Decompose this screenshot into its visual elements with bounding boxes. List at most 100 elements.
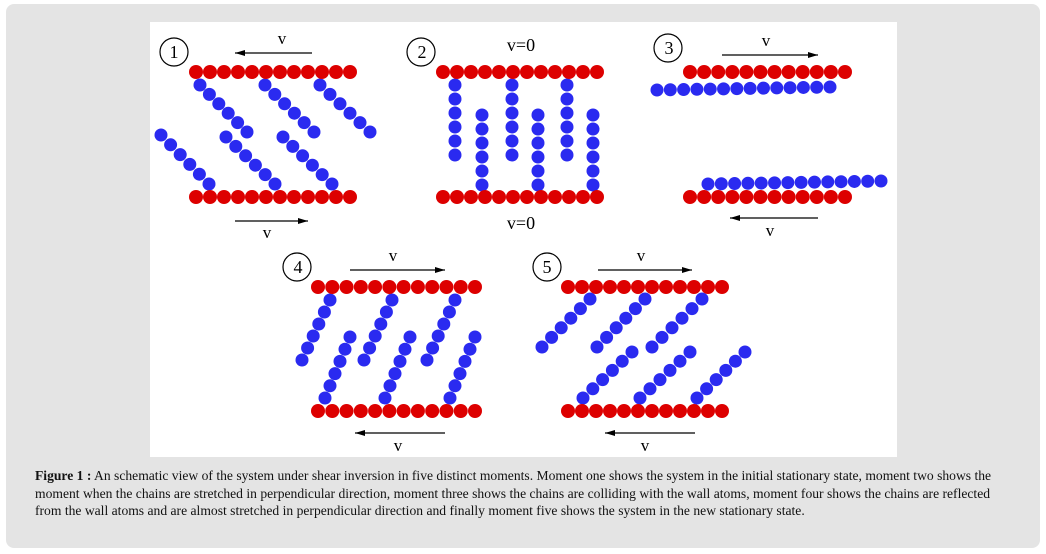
panel-1-chain-bead [221,106,235,120]
panel-4-top-wall-atom [311,280,325,294]
panel-2-chain-bead [475,178,489,192]
panel-1-bottom-wall-atom [217,190,231,204]
panel-5-chain-bead [619,311,633,325]
panel-5-chain-bead [665,321,679,335]
panel-2-chain-bead [560,106,574,120]
panel-4-bottom-arrow-head [355,430,365,436]
panel-3-chain-bead [741,176,755,190]
panel-4-top-arrow-head [435,267,445,273]
panel-2-top-wall-atom [450,65,464,79]
panel-2-chain-bead [475,108,489,122]
panel-3-bottom-wall-atom [711,190,726,204]
panel-5-chain-bead [673,354,687,368]
panel-1-number: 1 [170,42,179,62]
panel-3-chain-bead [794,175,808,189]
panel-4-chain-bead [463,342,477,356]
panel-3-chain-bead [783,81,797,95]
panel-2-chain-bead [586,136,600,150]
panel-5-top-arrow-head [682,267,692,273]
panel-4-chain-bead [312,317,326,331]
panel-3-bottom-velocity: v [766,221,775,240]
panel-5-top-wall-atom [687,280,701,294]
panel-4-chain-bead [338,342,352,356]
panel-3-top-wall-atom [838,65,852,79]
panel-2-chain-bead [505,92,519,106]
panel-2-chain-bead [475,150,489,164]
panel-5-chain-bead [605,363,619,377]
panel-1-chain-bead [229,139,243,153]
panel-3-chain-bead [728,177,742,191]
panel-4-chain-bead [374,317,388,331]
panel-4-chain-bead [318,391,332,405]
panel-4-chain-bead [295,353,309,367]
panel-2-number-circle [406,37,436,67]
panel-1-top-wall-atom [273,65,287,79]
panel-5-chain-bead [645,340,659,354]
panel-2-bottom-wall-atom [478,190,492,204]
panel-2-chain-bead [531,122,545,136]
panel-1-chain-bead [333,97,347,111]
panel-5-bottom-wall-atom [645,404,659,418]
panel-5-chain-bead [586,382,600,396]
panel-3-bottom-wall-atom [753,190,768,204]
panel-5-top-wall-atom [715,280,729,294]
panel-3-bottom-arrow-head [730,215,740,221]
panel-3-number-circle [653,33,683,63]
panel-5-chain-bead [600,330,614,344]
panel-5-number-circle [532,252,562,282]
panel-2-chain-bead [531,164,545,178]
panel-1-chain-bead [286,139,300,153]
panel-3-chain-bead [874,174,888,188]
panel-4-chain-bead [343,330,357,344]
panel-1-bottom-wall-atom [189,190,203,204]
panel-1-bottom-wall-atom [203,190,217,204]
caption-label: Figure 1 : [35,468,92,483]
panel-2-chain-bead [531,178,545,192]
panel-4-chain-bead [403,330,417,344]
panel-2-top-wall-atom [562,65,576,79]
panel-5-bottom-wall-atom [603,404,617,418]
panel-4-bottom-wall-atom [425,404,440,418]
panel-3-chain-bead [834,175,848,189]
panel-1-chain-bead [212,97,226,111]
panel-2-chain-bead [475,136,489,150]
panel-3-chain-bead [810,80,824,94]
panel-1-chain-bead [296,149,310,163]
panel-1-chain-bead [313,78,327,92]
panel-4-chain-bead [333,354,347,368]
panel-1-bottom-wall-atom [273,190,287,204]
panel-4-chain-bead [443,391,457,405]
panel-5-chain-bead [695,292,709,306]
panel-1-number-circle [159,37,189,67]
panel-5-top-wall-atom [617,280,631,294]
panel-5-chain-bead [596,373,610,387]
panel-4-bottom-wall-atom [453,404,468,418]
panel-5-chain-bead [615,354,629,368]
panel-4-bottom-wall-atom [325,404,340,418]
panel-3-chain-bead [650,83,664,97]
panel-4-chain-bead [383,379,397,393]
panel-5-top-velocity: v [637,246,646,265]
panel-5-bottom-arrow-head [605,430,615,436]
panel-1-top-wall-atom [301,65,315,79]
panel-1-top-wall-atom [231,65,245,79]
panel-3-chain-bead [714,177,728,191]
panel-3-bottom-wall-atom [795,190,810,204]
panel-4-chain-bead [306,329,320,343]
panel-4-top-wall-atom [396,280,411,294]
panel-1-bottom-wall-atom [343,190,357,204]
panel-1-chain-bead [268,177,282,191]
panel-3-chain-bead [781,176,795,190]
panel-4-chain-bead [448,379,462,393]
panel-3-number: 3 [665,38,674,58]
panel-5-chain-bead [719,363,733,377]
panel-1-chain-bead [164,138,178,152]
panel-2-bottom-wall-atom [450,190,464,204]
panel-5-top-wall-atom [603,280,617,294]
panel-2-chain-bead [448,106,462,120]
panel-5-bottom-wall-atom [561,404,575,418]
panel-2-bottom-wall-atom [576,190,590,204]
panel-3-top-wall-atom [683,65,697,79]
panel-5-chain-bead [535,340,549,354]
panel-3-chain-bead [690,82,704,96]
